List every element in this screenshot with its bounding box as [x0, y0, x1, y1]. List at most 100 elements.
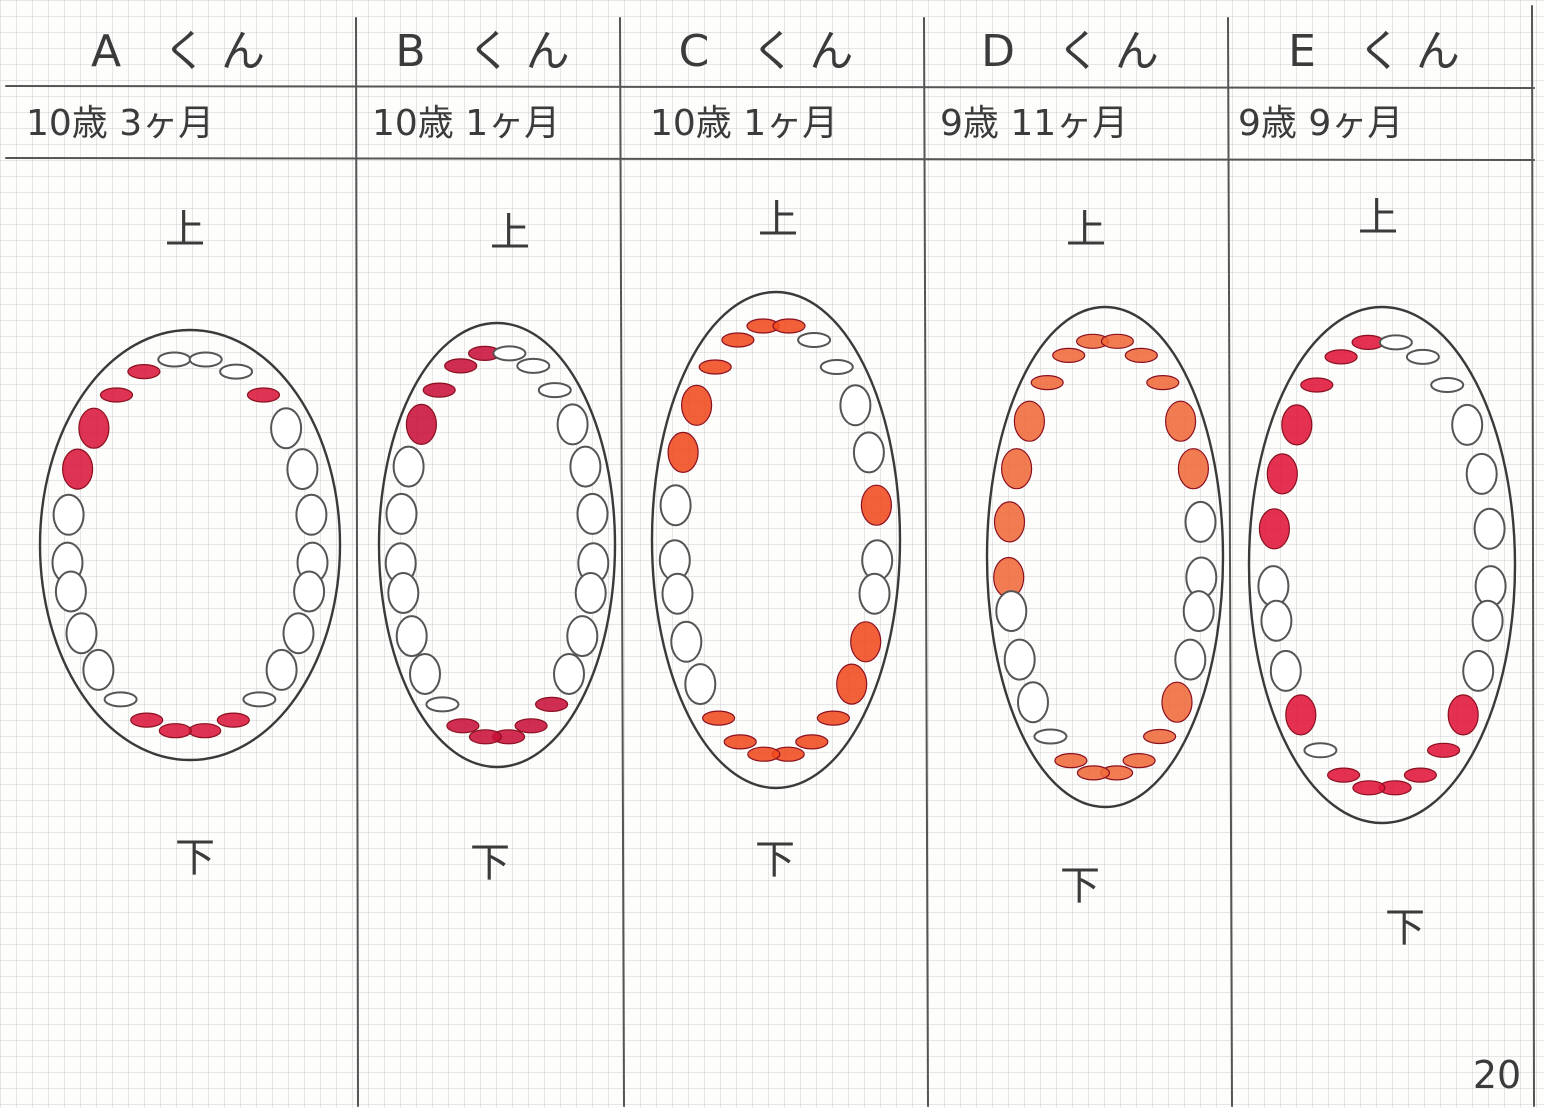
- age-a: 10歳 3ヶ月: [26, 96, 346, 152]
- upper-tooth: [1014, 401, 1044, 441]
- lower-tooth: [1428, 743, 1460, 757]
- lower-tooth: [410, 654, 440, 694]
- lower-tooth: [724, 735, 756, 749]
- lower-tooth: [1144, 730, 1176, 744]
- upper-tooth: [578, 494, 608, 534]
- lower-tooth: [56, 572, 86, 612]
- column-header-b: B くん: [362, 22, 617, 82]
- lower-tooth: [536, 697, 568, 711]
- upper-tooth: [248, 388, 280, 402]
- lower-tooth: [1055, 754, 1087, 768]
- column-divider: [924, 18, 928, 1106]
- lower-label-d: 下: [1040, 858, 1120, 914]
- lower-tooth: [1304, 743, 1336, 757]
- lower-tooth: [860, 574, 890, 614]
- age-c: 10歳 1ヶ月: [650, 96, 910, 152]
- upper-tooth: [1267, 454, 1297, 494]
- upper-tooth: [1178, 449, 1208, 489]
- lower-tooth: [1123, 754, 1155, 768]
- lower-tooth: [83, 650, 113, 690]
- upper-tooth: [128, 365, 160, 379]
- upper-tooth: [1475, 509, 1505, 549]
- lower-tooth: [67, 613, 97, 653]
- upper-tooth: [840, 385, 870, 425]
- upper-tooth: [158, 353, 190, 367]
- lower-tooth: [851, 622, 881, 662]
- upper-tooth: [287, 449, 317, 489]
- age-b: 10歳 1ヶ月: [372, 96, 612, 152]
- column-header-a: A くん: [20, 22, 350, 82]
- lower-tooth: [1271, 651, 1301, 691]
- lower-tooth: [284, 613, 314, 653]
- upper-tooth: [63, 449, 93, 489]
- upper-tooth: [668, 432, 698, 472]
- lower-tooth: [105, 692, 137, 706]
- lower-tooth: [294, 572, 324, 612]
- upper-tooth: [1186, 502, 1216, 542]
- upper-tooth: [190, 353, 222, 367]
- upper-tooth: [1125, 348, 1157, 362]
- upper-tooth: [861, 485, 891, 525]
- lower-tooth: [189, 724, 221, 738]
- upper-tooth: [1467, 454, 1497, 494]
- lower-tooth: [1175, 640, 1205, 680]
- upper-tooth: [1101, 334, 1133, 348]
- upper-label-b: 上: [470, 205, 550, 261]
- page-number: 20: [1462, 1050, 1532, 1100]
- lower-tooth: [131, 713, 163, 727]
- lower-tooth: [663, 574, 693, 614]
- upper-label-a: 上: [145, 202, 225, 258]
- upper-tooth: [54, 495, 84, 535]
- lower-label-c: 下: [735, 832, 815, 888]
- dental-arch-outline: [40, 330, 340, 760]
- upper-tooth: [722, 333, 754, 347]
- lower-tooth: [748, 747, 780, 761]
- upper-tooth: [1166, 401, 1196, 441]
- lower-tooth: [1184, 591, 1214, 631]
- column-divider: [1228, 18, 1232, 1106]
- lower-tooth: [1328, 768, 1360, 782]
- lower-tooth: [267, 650, 297, 690]
- lower-tooth: [1473, 601, 1503, 641]
- dental-arch-outline: [1249, 307, 1515, 823]
- upper-tooth: [1282, 405, 1312, 445]
- lower-tooth: [1353, 781, 1385, 795]
- upper-tooth: [699, 360, 731, 374]
- upper-tooth: [1258, 566, 1288, 606]
- dental-arch-outline: [379, 323, 615, 767]
- dental-arch-outline: [987, 307, 1223, 807]
- upper-tooth: [423, 383, 455, 397]
- lower-tooth: [996, 591, 1026, 631]
- upper-tooth: [445, 359, 477, 373]
- lower-tooth: [1261, 601, 1291, 641]
- upper-tooth: [406, 404, 436, 444]
- lower-tooth: [1463, 651, 1493, 691]
- upper-tooth: [1407, 350, 1439, 364]
- lower-label-e: 下: [1365, 900, 1445, 956]
- upper-tooth: [1431, 378, 1463, 392]
- age-e: 9歳 9ヶ月: [1238, 96, 1523, 152]
- upper-tooth: [682, 385, 712, 425]
- upper-tooth: [1147, 376, 1179, 390]
- upper-tooth: [661, 485, 691, 525]
- column-divider: [1532, 6, 1534, 1106]
- lower-tooth: [243, 692, 275, 706]
- column-header-d: D くん: [932, 22, 1222, 82]
- lower-tooth: [1034, 730, 1066, 744]
- lower-tooth: [837, 664, 867, 704]
- lower-tooth: [576, 573, 606, 613]
- upper-tooth: [995, 502, 1025, 542]
- lower-tooth: [671, 622, 701, 662]
- lower-tooth: [1018, 682, 1048, 722]
- lower-tooth: [796, 735, 828, 749]
- header-rule-bottom: [6, 158, 1534, 160]
- upper-tooth: [1053, 348, 1085, 362]
- upper-tooth: [558, 404, 588, 444]
- lower-tooth: [159, 724, 191, 738]
- upper-tooth: [1002, 449, 1032, 489]
- column-divider: [356, 18, 358, 1106]
- age-d: 9歳 11ヶ月: [940, 96, 1220, 152]
- lower-tooth: [817, 711, 849, 725]
- lower-tooth: [469, 730, 501, 744]
